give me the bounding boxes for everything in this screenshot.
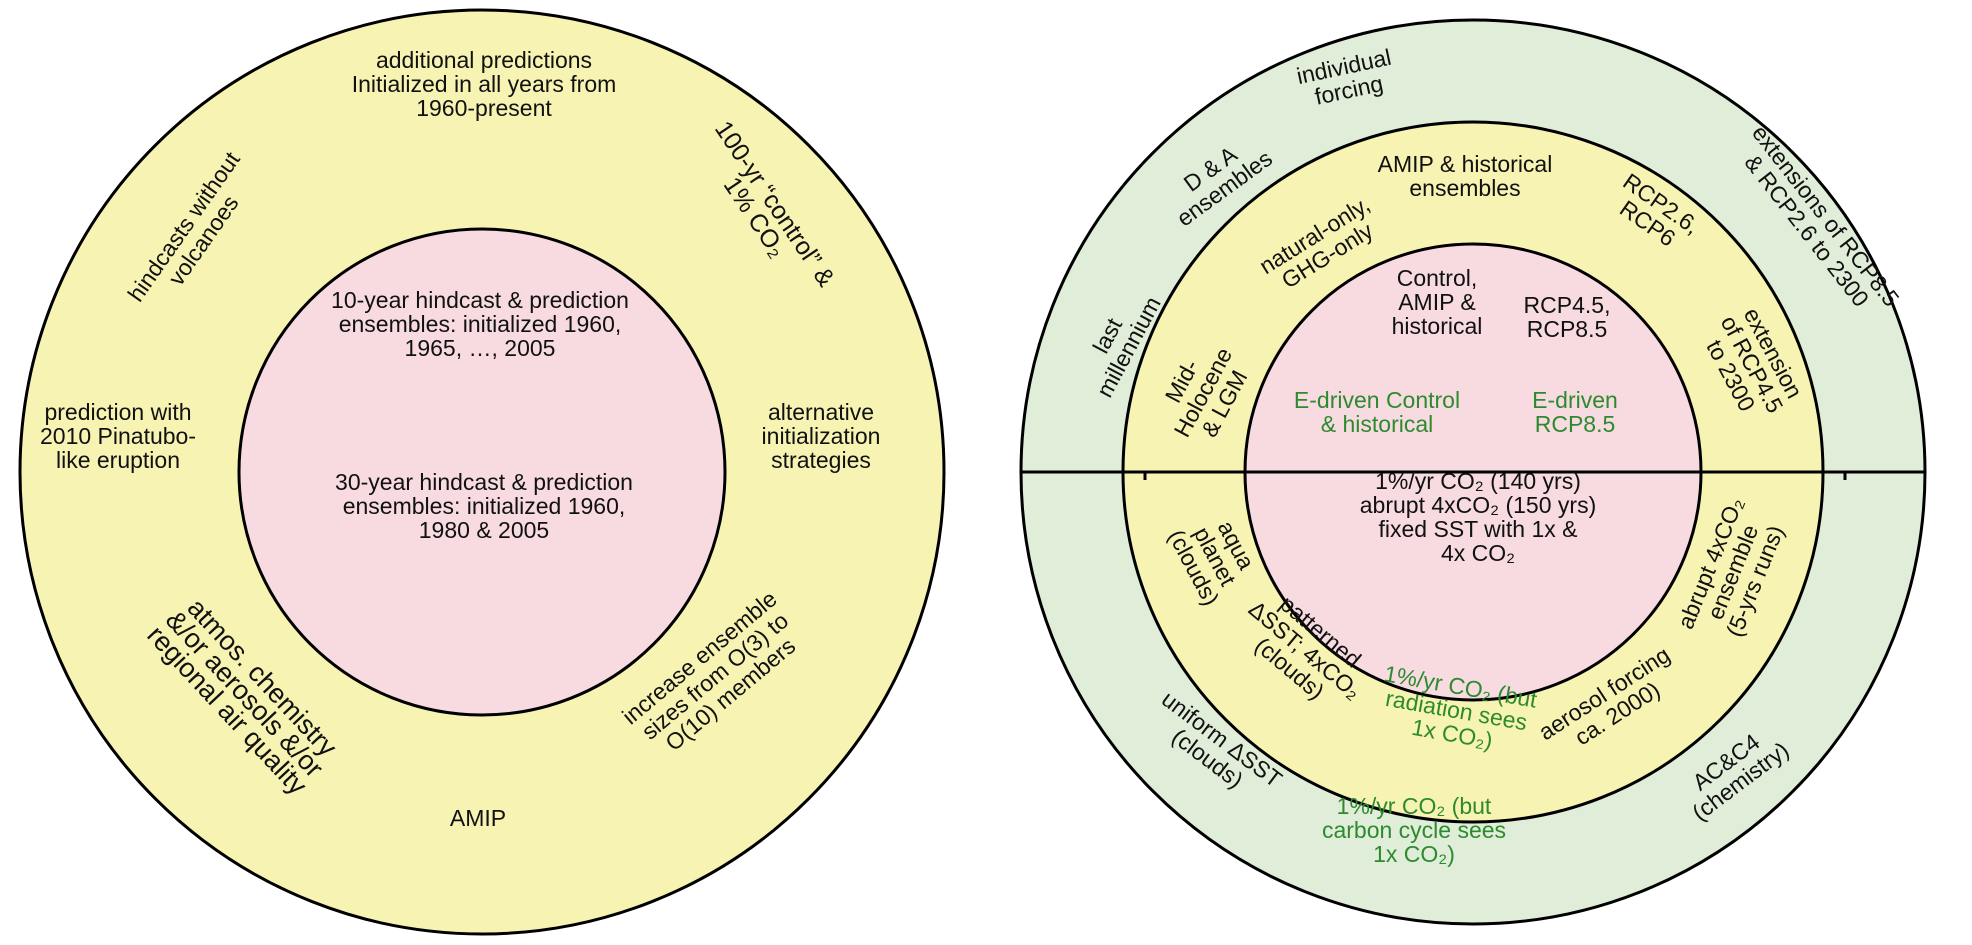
label-line: strategies	[771, 447, 871, 473]
label-line: 30-year hindcast & prediction	[335, 469, 633, 495]
label-line: 10-year hindcast & prediction	[331, 287, 629, 313]
label-line: RCP8.5	[1527, 316, 1608, 342]
label-line: fixed SST with 1x &	[1379, 516, 1578, 542]
label-line: & historical	[1321, 411, 1433, 437]
co2-experiments-label: 1%/yr CO₂ (140 yrs)abrupt 4xCO₂ (150 yrs…	[1360, 468, 1596, 566]
label-line: ensembles	[1409, 175, 1520, 201]
label-line: like eruption	[56, 447, 180, 473]
label-line: RCP8.5	[1535, 411, 1616, 437]
right-diagram: individualforcing D & Aensembles lastmil…	[1019, 18, 1927, 926]
label-line: additional predictions	[376, 47, 592, 73]
rcp45-rcp85-label: RCP4.5,RCP8.5	[1524, 292, 1611, 342]
label-line: 1960-present	[416, 95, 552, 121]
label-line: AMIP &	[1398, 289, 1476, 315]
label-line: abrupt 4xCO₂ (150 yrs)	[1360, 492, 1596, 518]
label-line: RCP4.5,	[1524, 292, 1611, 318]
amip-label: AMIP	[450, 805, 506, 831]
control-amip-historical-label: Control,AMIP &historical	[1392, 265, 1483, 339]
label-line: E-driven Control	[1294, 387, 1460, 413]
label-line: initialization	[762, 423, 881, 449]
label-line: 1x CO₂)	[1373, 841, 1455, 867]
label-line: 1%/yr CO₂ (140 yrs)	[1375, 468, 1581, 494]
label-line: 2010 Pinatubo-	[40, 423, 196, 449]
e-driven-control-label: E-driven Control& historical	[1294, 387, 1460, 437]
label-line: ensembles: initialized 1960,	[343, 493, 626, 519]
label-line: prediction with	[44, 399, 191, 425]
label-line: alternative	[768, 399, 874, 425]
label-line: carbon cycle sees	[1322, 817, 1506, 843]
left-inner-circle	[237, 227, 727, 717]
label-line: 1980 & 2005	[419, 517, 549, 543]
label-line: 1965, …, 2005	[405, 335, 556, 361]
label-line: ensembles: initialized 1960,	[339, 311, 622, 337]
label-line: E-driven	[1532, 387, 1618, 413]
label-line: historical	[1392, 313, 1483, 339]
label-line: Control,	[1397, 265, 1478, 291]
label-line: AMIP & historical	[1378, 151, 1553, 177]
label-line: 4x CO₂	[1441, 540, 1515, 566]
label-line: Initialized in all years from	[352, 71, 617, 97]
label-line: 1%/yr CO₂ (but	[1337, 793, 1492, 819]
